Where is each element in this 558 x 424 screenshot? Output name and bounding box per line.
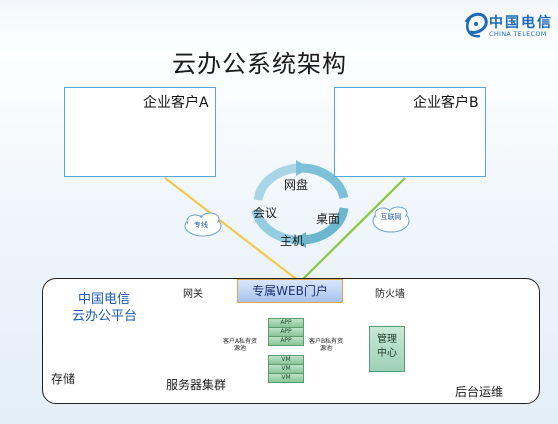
logo-subtext: CHINA TELECOM <box>489 30 547 38</box>
cloud-right-icon <box>372 206 410 233</box>
cloud-left-label: 专线 <box>194 221 208 229</box>
app-bar: APP <box>268 336 304 346</box>
web-portal-box: 专属WEB门户 <box>237 279 343 303</box>
logo-text: 中国电信 <box>489 15 553 31</box>
client-a-box <box>64 87 216 177</box>
page-title: 云办公系统架构 <box>172 50 347 78</box>
client-a-label: 企业客户A <box>143 95 209 111</box>
line-client-a <box>164 177 301 283</box>
storage-label: 存储 <box>51 372 76 386</box>
cycle-label-bottom: 主机 <box>280 234 305 248</box>
pool-b-label: 客户B私有资源池 <box>308 338 344 352</box>
cycle-label-left: 会议 <box>253 206 278 220</box>
platform-name-line2: 云办公平台 <box>72 309 138 324</box>
platform-name-line1: 中国电信 <box>78 292 131 307</box>
cloud-right-label: 互联网 <box>380 213 402 221</box>
china-telecom-logo-icon <box>464 12 488 38</box>
cloud-left-icon <box>184 212 222 237</box>
pool-a-label: 客户A私有资源池 <box>222 338 258 352</box>
vm-bar: VM <box>268 373 304 383</box>
server-cluster-label: 服务器集群 <box>166 378 227 392</box>
client-b-box <box>334 87 486 177</box>
service-cycle-icon <box>251 160 349 248</box>
client-b-label: 企业客户B <box>413 95 479 111</box>
cycle-label-right: 桌面 <box>316 212 341 226</box>
gateway-label: 网关 <box>183 289 203 300</box>
firewall-label: 防火墙 <box>375 289 405 300</box>
ops-label: 后台运维 <box>455 385 504 399</box>
cycle-label-top: 网盘 <box>284 178 309 192</box>
management-center-label: 管理中心 <box>377 334 397 359</box>
header-band <box>0 0 558 60</box>
management-center-box: 管理中心 <box>369 326 405 372</box>
line-client-b <box>299 177 406 283</box>
